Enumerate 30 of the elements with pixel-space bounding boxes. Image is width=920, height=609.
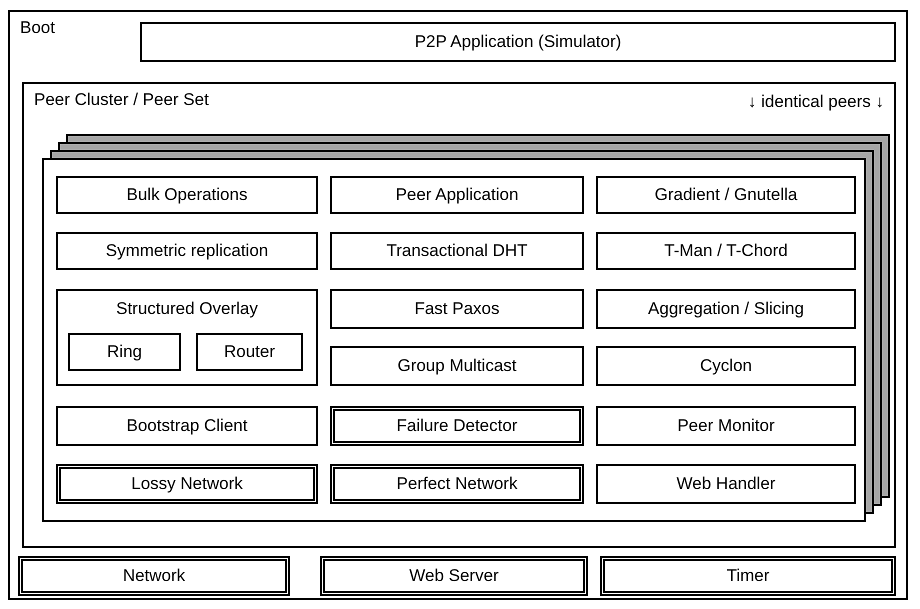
component-box: Aggregation / Slicing	[596, 289, 856, 329]
group-box	[56, 289, 318, 386]
group-title: Boot	[20, 18, 55, 38]
component-box: Lossy Network	[56, 464, 318, 504]
cluster-panel	[22, 82, 896, 548]
component-box: Failure Detector	[330, 406, 584, 446]
group-title: Structured Overlay	[115, 299, 259, 319]
peer-card	[42, 158, 866, 522]
component-box: T-Man / T-Chord	[596, 232, 856, 270]
component-box: Fast Paxos	[330, 289, 584, 329]
component-box: Ring	[68, 333, 181, 371]
component-box: Transactional DHT	[330, 232, 584, 270]
component-box: Cyclon	[596, 346, 856, 386]
group-title: Peer Cluster / Peer Set	[34, 90, 209, 110]
component-box: Timer	[600, 556, 896, 596]
component-box: Group Multicast	[330, 346, 584, 386]
component-box: Perfect Network	[330, 464, 584, 504]
component-box: Bootstrap Client	[56, 406, 318, 446]
component-box: Web Server	[320, 556, 588, 596]
component-box: Symmetric replication	[56, 232, 318, 270]
component-box: Bulk Operations	[56, 176, 318, 214]
component-box: Peer Application	[330, 176, 584, 214]
component-box: Router	[196, 333, 303, 371]
component-box: P2P Application (Simulator)	[140, 22, 896, 62]
component-box: Network	[18, 556, 290, 596]
component-box: Web Handler	[596, 464, 856, 504]
system-frame	[8, 10, 908, 600]
component-box: Gradient / Gnutella	[596, 176, 856, 214]
component-box: Peer Monitor	[596, 406, 856, 446]
note-text: ↓ identical peers ↓	[748, 92, 884, 112]
